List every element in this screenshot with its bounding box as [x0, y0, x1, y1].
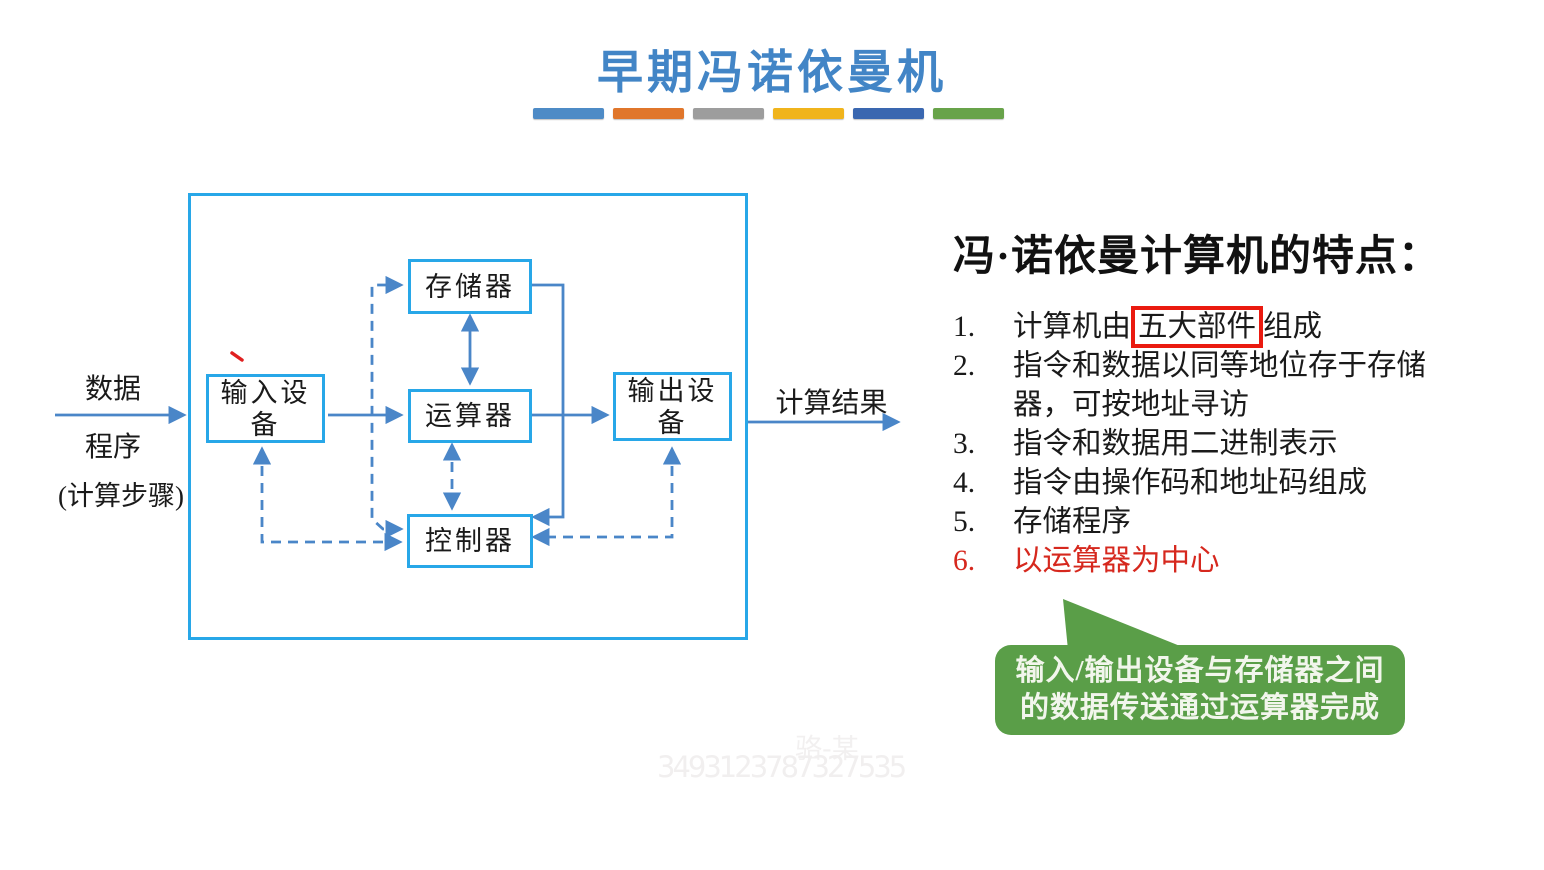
item-number: 5.	[953, 506, 976, 538]
item-number: 4.	[953, 467, 976, 499]
label-calc-steps: (计算步骤)	[58, 481, 184, 511]
control-unit-label: 控制器	[425, 526, 515, 556]
memory-box: 存储器	[408, 259, 532, 314]
watermark-name: 骆-某	[795, 734, 859, 765]
features-heading: 冯·诺依曼计算机的特点：	[953, 234, 1442, 280]
callout-line1: 输入/输出设备与存储器之间	[1015, 655, 1385, 687]
features-list: 1. 计算机由五大部件组成 2. 指令和数据以同等地位存于存储器，可按地址寻访 …	[953, 306, 1453, 581]
input-device-label-line1: 输入设	[220, 377, 311, 408]
item-text-post: 组成	[1263, 311, 1323, 343]
accent-bar-orange	[613, 108, 684, 119]
output-device-label-line2: 备	[657, 407, 688, 438]
accent-bar-yellow	[773, 108, 844, 119]
feature-item-1: 1. 计算机由五大部件组成	[953, 306, 1453, 348]
page-title: 早期冯诺依曼机	[597, 47, 947, 98]
accent-bars	[533, 108, 1004, 119]
item-text: 计算机由五大部件组成	[1013, 306, 1441, 348]
label-calc-result: 计算结果	[775, 388, 888, 419]
accent-bar-darkblue	[853, 108, 924, 119]
alu-label: 运算器	[425, 401, 515, 431]
item-text-pre: 计算机由	[1013, 311, 1132, 343]
input-device-label-line2: 备	[250, 409, 281, 440]
item-number: 1.	[953, 311, 976, 343]
note-callout: 输入/输出设备与存储器之间 的数据传送通过运算器完成	[995, 645, 1405, 735]
alu-box: 运算器	[408, 389, 532, 443]
feature-item-6: 6. 以运算器为中心	[953, 542, 1453, 581]
input-device-box: 输入设 备	[206, 374, 325, 443]
accent-bar-blue	[533, 108, 604, 119]
item-text: 存储程序	[1013, 506, 1132, 538]
callout-line2: 的数据传送通过运算器完成	[1019, 692, 1380, 724]
item-text: 指令和数据以同等地位存于存储器，可按地址寻访	[1013, 350, 1427, 421]
item-number: 6.	[953, 545, 976, 577]
feature-item-4: 4. 指令由操作码和地址码组成	[953, 464, 1453, 503]
accent-bar-green	[933, 108, 1004, 119]
item-number: 2.	[953, 350, 976, 382]
control-unit-box: 控制器	[407, 514, 533, 568]
memory-label: 存储器	[425, 271, 515, 302]
feature-item-3: 3. 指令和数据用二进制表示	[953, 425, 1453, 464]
item-text: 以运算器为中心	[1013, 545, 1220, 577]
system-boundary-box	[188, 193, 748, 640]
label-data: 数据	[84, 374, 141, 405]
label-program: 程序	[84, 432, 141, 463]
item-text: 指令由操作码和地址码组成	[1013, 467, 1368, 499]
accent-bar-gray	[693, 108, 764, 119]
highlight-red-box: 五大部件	[1131, 306, 1264, 348]
feature-item-2: 2. 指令和数据以同等地位存于存储器，可按地址寻访	[953, 347, 1453, 425]
item-text: 指令和数据用二进制表示	[1013, 428, 1338, 460]
callout-pointer	[1063, 599, 1190, 650]
watermark-number: 3493123787327535	[657, 750, 907, 784]
item-number: 3.	[953, 428, 976, 460]
output-device-box: 输出设 备	[613, 372, 732, 441]
feature-item-5: 5. 存储程序	[953, 503, 1453, 542]
output-device-label-line1: 输出设	[627, 375, 718, 406]
